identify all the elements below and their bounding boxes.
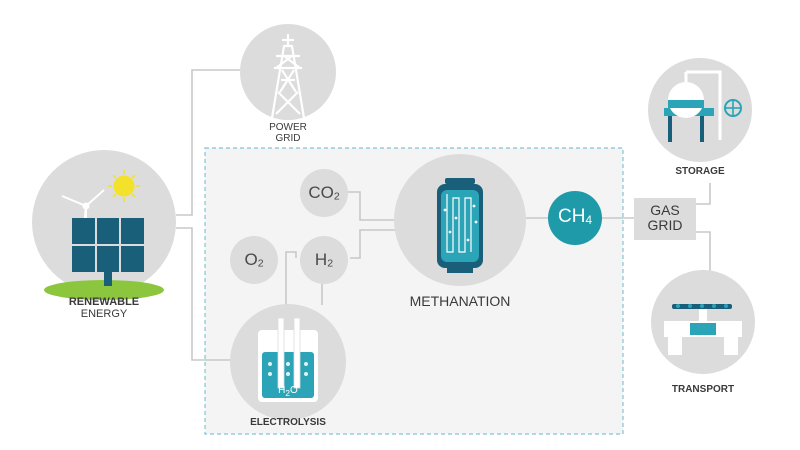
methanation-label: METHANATION <box>409 293 511 309</box>
transport-node <box>651 270 755 374</box>
ch4-subscript: 4 <box>585 213 592 227</box>
h2-label: H2 <box>300 250 348 270</box>
renewable-energy-label-line1: RENEWABLE <box>68 296 140 308</box>
power-grid-label-line2: GRID <box>275 132 301 144</box>
h2-circle <box>300 236 348 284</box>
power-grid-node <box>240 24 336 120</box>
solar-panel-icon <box>72 218 144 286</box>
transmission-tower-icon <box>270 34 306 119</box>
power-grid-circle <box>240 24 336 120</box>
electrolysis-label: ELECTROLYSIS <box>250 417 326 428</box>
gas-grid-label: GAS GRID <box>634 203 696 232</box>
co2-circle <box>300 169 348 217</box>
storage-label: STORAGE <box>675 166 725 177</box>
power-grid-label-line1: POWER <box>269 122 307 133</box>
co2-subscript: 2 <box>333 190 340 203</box>
electrolysis-node <box>230 304 346 420</box>
o2-base: O <box>244 250 258 269</box>
transport-label: TRANSPORT <box>671 384 735 395</box>
water-subscript: 2 <box>285 388 291 398</box>
gas-grid-label-line1: GAS <box>650 202 680 218</box>
water-label: H2O <box>272 385 304 398</box>
grass-mound <box>44 280 164 300</box>
renewable-energy-label-line2: ENERGY <box>80 307 128 320</box>
storage-node <box>648 58 752 162</box>
gas-grid-label-line2: GRID <box>647 216 683 233</box>
reactor-icon <box>437 178 483 273</box>
ch4-circle <box>548 191 602 245</box>
gas-grid-box <box>634 198 696 240</box>
ch4-label: CH4 <box>548 206 602 228</box>
renewable-energy-label: RENEWABLE ENERGY <box>54 296 154 320</box>
h2-base: H <box>314 250 328 269</box>
pipeline-valve-icon <box>664 304 742 355</box>
connector-lines <box>176 69 711 361</box>
o2-label: O2 <box>230 250 278 270</box>
storage-tank-icon <box>664 70 742 142</box>
power-grid-label: POWER GRID <box>258 122 318 144</box>
o2-subscript: 2 <box>257 257 264 270</box>
ch4-base: CH <box>558 206 586 227</box>
sun-rays <box>108 170 140 202</box>
co2-label: CO2 <box>300 183 348 203</box>
o2-circle <box>230 236 278 284</box>
renewable-energy-node <box>32 150 176 300</box>
electrolysis-beaker-icon <box>258 317 318 402</box>
water-base: H <box>278 385 286 396</box>
water-tail: O <box>290 385 298 396</box>
h2-subscript: 2 <box>327 257 334 270</box>
sun-icon <box>113 175 135 197</box>
methanation-node <box>394 154 526 286</box>
co2-base: CO <box>308 183 334 202</box>
